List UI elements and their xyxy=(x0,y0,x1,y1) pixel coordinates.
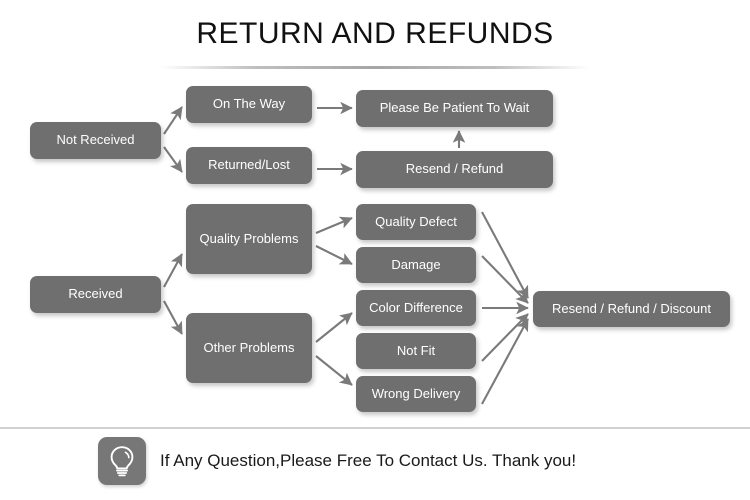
flow-node-label: Resend / Refund xyxy=(405,161,504,177)
flow-edge-other-problems-to-color-difference xyxy=(315,312,353,343)
flow-node-label: Returned/Lost xyxy=(208,157,290,173)
flow-node-quality-problems[interactable]: Quality Problems xyxy=(186,204,312,274)
footer: If Any Question,Please Free To Contact U… xyxy=(98,437,576,485)
flow-node-other-problems[interactable]: Other Problems xyxy=(186,313,312,383)
flow-node-label: Damage xyxy=(391,256,441,272)
flow-node-on-the-way[interactable]: On The Way xyxy=(186,86,312,123)
flow-node-label: Quality Problems xyxy=(199,230,299,246)
flow-edge-wrong-delivery-to-resend-refund-discount xyxy=(481,318,529,405)
flow-node-label: Color Difference xyxy=(369,299,463,315)
flow-node-label: Other Problems xyxy=(203,339,295,355)
flow-edge-not-fit-to-resend-refund-discount xyxy=(481,313,529,362)
flow-node-returned-lost[interactable]: Returned/Lost xyxy=(186,147,312,184)
flow-node-label: Quality Defect xyxy=(375,213,457,229)
flow-edge-not-received-to-returned-lost xyxy=(163,146,183,173)
flow-edge-damage-to-resend-refund-discount xyxy=(481,255,529,304)
flow-node-label: Not Received xyxy=(56,132,135,148)
flow-node-label: Please Be Patient To Wait xyxy=(379,100,530,116)
flow-node-quality-defect[interactable]: Quality Defect xyxy=(356,204,476,240)
flow-node-resend-refund-discount[interactable]: Resend / Refund / Discount xyxy=(533,291,730,327)
flow-node-received[interactable]: Received xyxy=(30,276,161,313)
flow-node-label: Not Fit xyxy=(396,342,436,358)
page-title: RETURN AND REFUNDS xyxy=(196,17,554,50)
flow-node-not-fit[interactable]: Not Fit xyxy=(356,333,476,369)
footer-text: If Any Question,Please Free To Contact U… xyxy=(160,451,577,470)
flow-node-label: On The Way xyxy=(212,96,286,112)
flow-edge-other-problems-to-wrong-delivery xyxy=(315,355,353,386)
flow-node-color-difference[interactable]: Color Difference xyxy=(356,290,476,326)
title-divider xyxy=(160,66,590,69)
flow-node-resend-refund[interactable]: Resend / Refund xyxy=(356,151,553,188)
flow-edge-not-received-to-on-the-way xyxy=(163,106,183,135)
flow-node-label: Received xyxy=(68,286,123,302)
flow-edge-received-to-quality-problems xyxy=(163,253,183,288)
flow-node-wrong-delivery[interactable]: Wrong Delivery xyxy=(356,376,476,412)
flow-node-be-patient[interactable]: Please Be Patient To Wait xyxy=(356,90,553,127)
flow-node-not-received[interactable]: Not Received xyxy=(30,122,161,159)
flow-node-damage[interactable]: Damage xyxy=(356,247,476,283)
flow-edge-quality-defect-to-resend-refund-discount xyxy=(481,211,529,299)
footer-divider xyxy=(0,427,750,429)
flow-node-label: Resend / Refund / Discount xyxy=(552,300,711,316)
flow-edge-quality-problems-to-damage xyxy=(315,245,353,265)
lightbulb-icon xyxy=(98,437,146,485)
flow-edge-quality-problems-to-quality-defect xyxy=(315,216,353,234)
flow-node-label: Wrong Delivery xyxy=(371,385,461,401)
flow-edge-received-to-other-problems xyxy=(163,300,183,335)
